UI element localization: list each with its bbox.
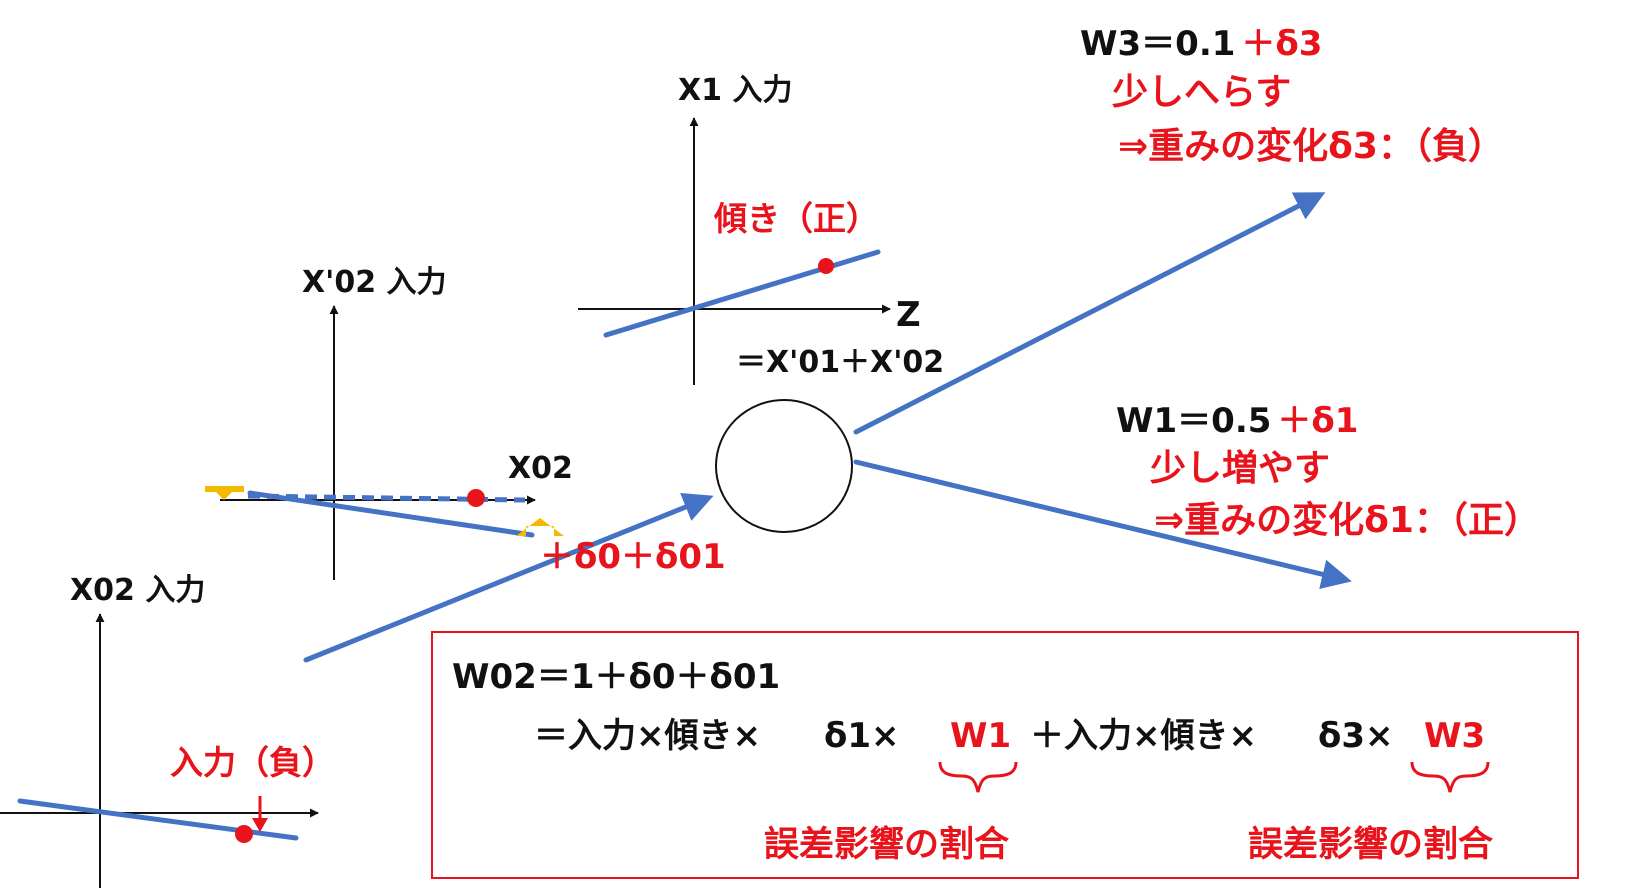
negative-arrow-icon	[252, 818, 268, 832]
w1-equation: W1＝0.5＋δ1	[1116, 401, 1358, 441]
down-arrow-icon	[205, 486, 244, 500]
x02-axis-label: X02 入力	[70, 573, 205, 608]
output-edge-w3	[853, 192, 1326, 435]
brace-w3	[1410, 761, 1490, 793]
brace-w1	[938, 761, 1018, 793]
z-definition: ＝X'01＋X'02	[736, 345, 944, 380]
input-point	[235, 825, 253, 843]
formula-w3: W3	[1424, 716, 1485, 756]
formula-term2-prefix: ＋入力×傾き×	[1030, 716, 1257, 756]
formula-delta1: δ1×	[824, 716, 900, 756]
formula-box	[431, 631, 1579, 879]
w3-equation: W3＝0.1＋δ3	[1080, 24, 1322, 64]
z-axis-label: Z	[896, 295, 921, 335]
formula-term1-prefix: ＝入力×傾き×	[534, 716, 761, 756]
w1-weight-change: ⇒重みの変化δ1：（正）	[1154, 499, 1540, 541]
error-ratio-label-2: 誤差影響の割合	[1248, 824, 1493, 865]
w3-note-decrease: 少しへらす	[1112, 72, 1291, 113]
shift-point	[467, 489, 485, 507]
xp02-axis-label: X'02 入力	[302, 265, 447, 300]
w02-equation: W02＝1＋δ0＋δ01	[452, 657, 780, 697]
x1-axis-label: X1 入力	[678, 73, 792, 108]
output-edge-w1	[853, 459, 1352, 589]
w3-weight-change: ⇒重みの変化δ3：（負）	[1118, 125, 1504, 167]
x02-horizontal-label: X02	[508, 451, 573, 486]
input-negative-label: 入力（負）	[170, 743, 335, 782]
error-ratio-label-1: 誤差影響の割合	[764, 824, 1009, 865]
activation-line	[603, 249, 881, 338]
delta-sum-label: ＋δ0＋δ01	[540, 537, 726, 577]
neuron-node	[715, 399, 853, 533]
formula-w1: W1	[950, 716, 1011, 756]
slope-positive-label: 傾き（正）	[713, 199, 879, 238]
input-line	[247, 490, 535, 538]
formula-delta3: δ3×	[1318, 716, 1394, 756]
up-arrow-icon	[516, 518, 564, 536]
operating-point	[818, 258, 834, 274]
input-edge	[303, 493, 714, 663]
w1-note-increase: 少し増やす	[1150, 448, 1330, 489]
